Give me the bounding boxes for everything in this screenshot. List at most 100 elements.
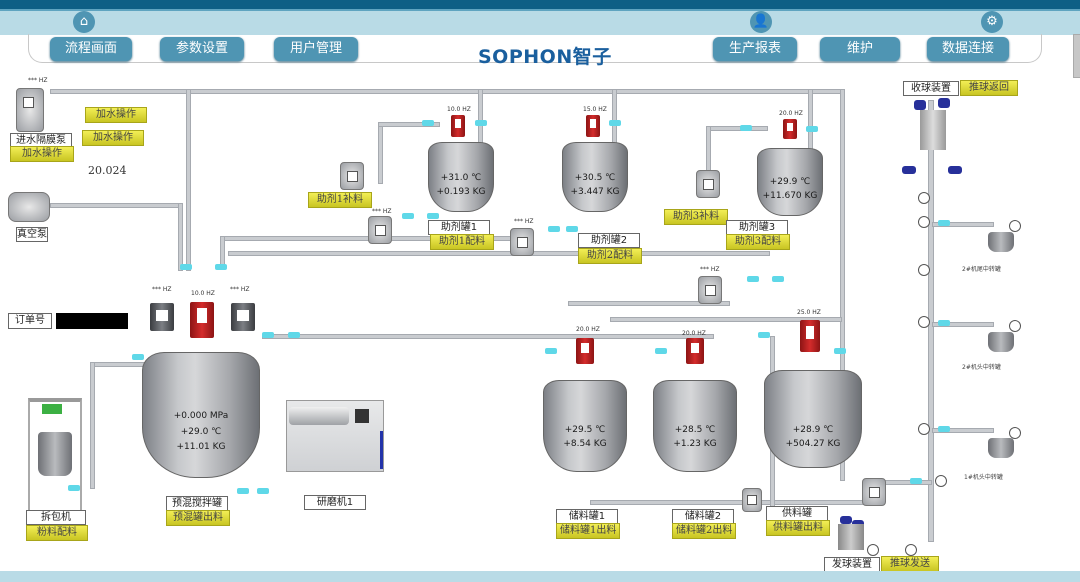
premix-main-motor[interactable]	[190, 302, 214, 338]
additive2-temperature: +30.5 ℃	[574, 173, 616, 183]
grinder-label: 研磨机1	[304, 495, 366, 510]
actuator-icon	[914, 100, 926, 110]
valve-icon	[747, 276, 759, 282]
transfer-tank-1-head[interactable]	[988, 438, 1014, 458]
additive3-batching-button[interactable]: 助剂3配料	[726, 234, 790, 250]
pig-sensor	[918, 216, 930, 228]
mill-control-panel	[355, 409, 369, 423]
inlet-pump-hz: *** HZ	[28, 77, 48, 84]
valve-icon	[740, 125, 752, 131]
storage2-weight: +1.23 KG	[673, 439, 717, 449]
pipe	[568, 301, 730, 306]
valve-icon	[132, 354, 144, 360]
additive-tank-2[interactable]: +30.5 ℃ +3.447 KG	[562, 142, 628, 212]
storage1-temperature: +29.5 ℃	[564, 425, 606, 435]
mill-door-strip	[380, 431, 383, 469]
storage2-discharge-button[interactable]: 储料罐2出料	[672, 523, 736, 539]
additive-tank-3[interactable]: +29.9 ℃ +11.670 KG	[757, 148, 823, 216]
pipe	[590, 500, 872, 505]
actuator-icon	[938, 98, 950, 108]
additive2-weight: +3.447 KG	[570, 187, 620, 197]
valve-body	[920, 110, 946, 150]
transfer-tank-2-head[interactable]	[988, 332, 1014, 352]
nav-parameter-settings[interactable]: 参数设置	[160, 37, 244, 61]
pipe	[378, 122, 440, 127]
additive-tank-1[interactable]: +31.0 ℃ +0.193 KG	[428, 142, 494, 212]
pig-sensor	[1009, 220, 1021, 232]
discharge-pump[interactable]	[742, 488, 762, 512]
additive3-hz: 20.0 HZ	[779, 110, 803, 117]
additive3-refill-pump[interactable]	[696, 170, 720, 198]
additive1-refill-button[interactable]: 助剂1补料	[308, 192, 372, 208]
powder-batching-button[interactable]: 粉料配料	[26, 525, 88, 541]
pig-sensor	[867, 544, 879, 556]
premix-left-motor[interactable]	[150, 303, 174, 331]
add-water-button-1[interactable]: 加水操作	[10, 146, 74, 162]
storage2-motor[interactable]	[686, 338, 704, 364]
pipe	[228, 251, 770, 256]
additive1-refill-pump[interactable]	[340, 162, 364, 190]
valve-icon	[422, 120, 434, 126]
nav-production-report[interactable]: 生产报表	[713, 37, 797, 61]
nav-data-connection[interactable]: 数据连接	[927, 37, 1009, 61]
user-icon[interactable]: 👤	[750, 11, 772, 33]
storage1-hz: 20.0 HZ	[576, 326, 600, 333]
pig-send-button[interactable]: 推球发送	[881, 556, 939, 572]
order-number-field[interactable]	[56, 313, 128, 329]
transfer-pump[interactable]	[698, 276, 722, 304]
pig-return-button[interactable]: 推球返回	[960, 80, 1018, 96]
hopper	[38, 432, 72, 476]
storage-tank-1[interactable]: +29.5 ℃ +8.54 KG	[543, 380, 627, 472]
additive2-motor[interactable]	[586, 115, 600, 137]
additive3-weight: +11.670 KG	[762, 191, 818, 201]
inlet-diaphragm-pump[interactable]	[16, 88, 44, 132]
premix-right-motor[interactable]	[231, 303, 255, 331]
additive3-motor[interactable]	[783, 119, 797, 139]
home-icon[interactable]: ⌂	[73, 11, 95, 33]
add-water-button-2[interactable]: 加水操作	[85, 107, 147, 123]
supply-tank[interactable]: +28.9 ℃ +504.27 KG	[764, 370, 862, 468]
valve-icon	[566, 226, 578, 232]
vacuum-pump-label: 真空泵	[16, 227, 48, 242]
valve-icon	[938, 426, 950, 432]
transfer-tank-2-tail[interactable]	[988, 232, 1014, 252]
gear-icon[interactable]: ⚙	[981, 11, 1003, 33]
additive1-batching-button[interactable]: 助剂1配料	[430, 234, 494, 250]
additive2-dosing-pump[interactable]	[510, 228, 534, 256]
premix-tank[interactable]: +0.000 MPa +29.0 ℃ +11.01 KG	[142, 352, 260, 478]
valve-body	[838, 524, 864, 550]
premix-discharge-button[interactable]: 预混罐出料	[166, 510, 230, 526]
pig-feed-pump[interactable]	[862, 478, 886, 506]
grinding-mill[interactable]	[286, 400, 384, 472]
pig-receiver-device[interactable]	[902, 96, 962, 176]
top-bar	[0, 0, 1080, 9]
supply-tank-weight: +504.27 KG	[785, 439, 841, 449]
pipe	[932, 428, 994, 433]
premix-left-motor-hz: *** HZ	[152, 286, 172, 293]
storage2-temperature: +28.5 ℃	[674, 425, 716, 435]
order-number-label: 订单号	[8, 313, 52, 329]
scrollbar[interactable]	[1073, 34, 1080, 78]
additive3-refill-button[interactable]: 助剂3补料	[664, 209, 728, 225]
storage-tank-2[interactable]: +28.5 ℃ +1.23 KG	[653, 380, 737, 472]
pig-launcher-device[interactable]	[826, 516, 868, 552]
valve-icon	[772, 276, 784, 282]
storage1-motor[interactable]	[576, 338, 594, 364]
additive2-batching-button[interactable]: 助剂2配料	[578, 248, 642, 264]
actuator-icon	[902, 166, 916, 174]
additive2-hz: 15.0 HZ	[583, 106, 607, 113]
nav-process-view[interactable]: 流程画面	[50, 37, 132, 61]
pipe	[706, 126, 768, 131]
valve-icon	[910, 478, 922, 484]
vacuum-pump[interactable]	[8, 192, 50, 222]
supply-tank-motor[interactable]	[800, 320, 820, 352]
additive1-dosing-pump[interactable]	[368, 216, 392, 244]
storage1-discharge-button[interactable]: 储料罐1出料	[556, 523, 620, 539]
supply-tank-discharge-button[interactable]: 供料罐出料	[766, 520, 830, 536]
unpacking-machine[interactable]	[28, 398, 82, 514]
pig-sensor	[918, 316, 930, 328]
nav-user-management[interactable]: 用户管理	[274, 37, 358, 61]
add-water-button-3[interactable]: 加水操作	[82, 130, 144, 146]
additive1-motor[interactable]	[451, 115, 465, 137]
nav-maintenance[interactable]: 维护	[820, 37, 900, 61]
